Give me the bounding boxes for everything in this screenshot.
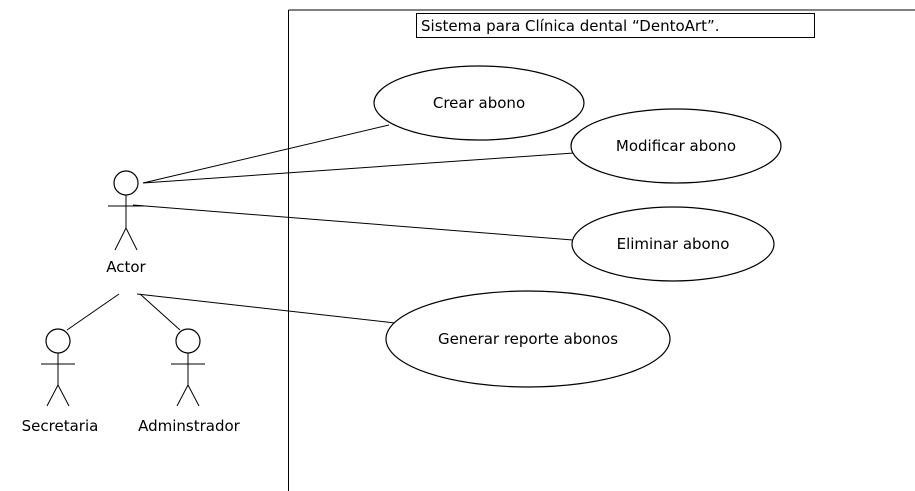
use-case-label: Modificar abono [616,137,736,155]
use-case-label: Generar reporte abonos [438,330,618,348]
association-reporte [136,293,396,324]
actor-figure[interactable]: Actor [106,170,147,276]
generalization-secretaria [66,293,120,331]
actor-label: Actor [106,258,146,276]
actor-label: Adminstrador [138,417,241,435]
use-case-eliminar[interactable]: Eliminar abono [571,206,775,282]
use-case-label: Crear abono [433,94,525,112]
use-case-label: Eliminar abono [617,235,730,253]
generalization-administrador [139,293,181,331]
actor-secretaria[interactable]: Secretaria [22,328,99,435]
system-boundary: Sistema para Clínica dental “DentoArt”. [288,9,915,491]
associations [132,124,575,324]
association-modificar [142,152,575,184]
actor-administrador[interactable]: Adminstrador [138,328,241,435]
use-case-crear[interactable]: Crear abono [373,65,585,141]
association-crear [142,124,390,184]
use-case-modificar[interactable]: Modificar abono [570,108,782,184]
association-eliminar [132,204,574,241]
actor-label: Secretaria [22,417,99,435]
use-case-reporte[interactable]: Generar reporte abonos [385,290,671,388]
system-title: Sistema para Clínica dental “DentoArt”. [421,17,719,35]
generalizations [66,293,181,331]
